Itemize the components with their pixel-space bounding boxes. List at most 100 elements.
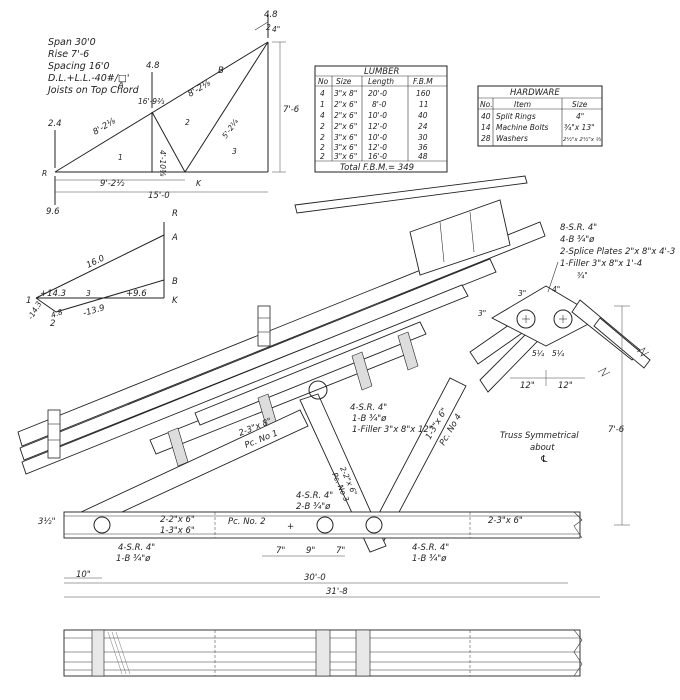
table-cell: 2 bbox=[320, 143, 325, 152]
stress-label: 1 bbox=[26, 296, 31, 306]
filler-block bbox=[351, 351, 373, 391]
top-chord-board bbox=[19, 258, 497, 461]
truss-detail: + 7'-6 8-S.R. 4" 4-B ¾"ø 2-Splice Plates… bbox=[17, 175, 675, 598]
dim-label: 10" bbox=[76, 570, 91, 580]
table-row: 4 3"x 8" 20'-0 160 bbox=[320, 89, 431, 98]
table-cell: 10'-0 bbox=[368, 133, 387, 142]
member-length: 5'-2¼ bbox=[220, 117, 240, 140]
table-cell: 4 bbox=[320, 111, 325, 120]
joint-note: 1-B ¾"ø bbox=[116, 554, 151, 564]
stress-label: 2 bbox=[50, 319, 55, 329]
table-cell: 2"x 6" bbox=[334, 100, 357, 109]
lumber-header: No bbox=[318, 77, 329, 86]
member-length: 4'-10⅛ bbox=[158, 150, 167, 177]
lumber-header: Size bbox=[336, 77, 352, 86]
table-row: 2 3"x 6" 12'-0 36 bbox=[320, 143, 428, 152]
plan-connector bbox=[91, 629, 105, 677]
joint-label: R bbox=[42, 169, 47, 178]
stress-value: -13.9 bbox=[82, 303, 106, 319]
peak-dim: 3" bbox=[518, 289, 526, 298]
table-cell: 20'-0 bbox=[368, 89, 387, 98]
plan-view bbox=[63, 629, 583, 677]
peak-dim: 5¼ bbox=[532, 349, 545, 358]
slope-label: 4.8 bbox=[264, 10, 278, 20]
hardware-table: HARDWARE No. Item Size 40 Split Rings 4"… bbox=[477, 85, 603, 147]
peak-dim: 12" bbox=[558, 381, 573, 391]
top-chord-board bbox=[17, 221, 546, 447]
table-cell: 40 bbox=[481, 112, 491, 121]
stress-label: K bbox=[172, 296, 179, 306]
table-row: 2 2"x 6" 12'-0 24 bbox=[320, 122, 428, 131]
spec-line: Spacing 16'0 bbox=[48, 61, 110, 72]
heel-label: 2-2"x 6" bbox=[160, 515, 195, 525]
stress-value: 3 bbox=[86, 289, 91, 298]
spec-line: Rise 7'-6 bbox=[48, 49, 89, 60]
table-cell: 2"x 6" bbox=[334, 111, 357, 120]
symmetry-note: Truss Symmetrical bbox=[500, 431, 579, 441]
slope-label: 4" bbox=[272, 25, 280, 34]
bolt-group bbox=[47, 409, 61, 459]
stress-diagram: R A B K 1 2 16.0 +14.3 3 +9.6 -14.3 4.8 … bbox=[26, 209, 179, 329]
table-row: 2 3"x 6" 10'-0 30 bbox=[320, 133, 428, 142]
peak-dim: 12" bbox=[520, 381, 535, 391]
joint-note: 4-S.R. 4" bbox=[118, 543, 155, 553]
table-cell: Machine Bolts bbox=[496, 123, 549, 132]
table-cell: ¾"x 13" bbox=[564, 123, 595, 132]
table-cell: 8'-0 bbox=[372, 100, 387, 109]
panel-label: 2 bbox=[185, 118, 190, 127]
table-cell: 2"x 6" bbox=[334, 122, 357, 131]
table-cell: 12'-0 bbox=[368, 143, 387, 152]
split-ring bbox=[308, 380, 328, 400]
hardware-header: No. bbox=[480, 100, 493, 109]
plan-connector bbox=[315, 629, 331, 677]
symmetry-note: about bbox=[530, 443, 555, 453]
mid-note: 1-Filler 3"x 8"x 12" bbox=[352, 425, 433, 435]
slope-label: 2 bbox=[266, 23, 271, 32]
spec-line: Span 30'0 bbox=[48, 37, 96, 48]
table-cell: 4 bbox=[320, 89, 325, 98]
table-cell: 48 bbox=[418, 152, 428, 161]
dim-label: 31'-8 bbox=[326, 587, 348, 597]
top-chord-extension bbox=[294, 175, 528, 214]
mid-note: 1-B ¾"ø bbox=[352, 414, 387, 424]
member-length: 8'-2⅛ bbox=[91, 116, 118, 138]
table-cell: 2 bbox=[320, 152, 325, 161]
lumber-table: LUMBER No Size Length F.B.M 4 3"x 8" 20'… bbox=[314, 65, 448, 173]
table-cell: 30 bbox=[418, 133, 428, 142]
table-cell: Split Rings bbox=[496, 112, 536, 121]
stress-label: R bbox=[172, 209, 178, 219]
symmetry-note: ℄ bbox=[540, 454, 549, 465]
table-cell: 3"x 6" bbox=[334, 152, 357, 161]
table-cell: 3"x 6" bbox=[334, 133, 357, 142]
split-ring bbox=[553, 309, 573, 329]
table-cell: 3"x 8" bbox=[334, 89, 357, 98]
bolt-group bbox=[257, 305, 271, 347]
panel-label: 3 bbox=[232, 147, 237, 156]
joint-note: 2-B ¾"ø bbox=[296, 502, 331, 512]
peak-dim: ¾" bbox=[577, 271, 588, 280]
lumber-title: LUMBER bbox=[364, 67, 399, 77]
load-value: 4.8 bbox=[146, 61, 160, 71]
hardware-header: Item bbox=[514, 100, 531, 109]
split-ring bbox=[516, 309, 536, 329]
table-cell: 24 bbox=[418, 122, 428, 131]
member-length: 15'-0 bbox=[148, 191, 170, 201]
filler-block bbox=[397, 331, 419, 371]
table-cell: 16'-0 bbox=[368, 152, 387, 161]
member-length: 8'-2⅛ bbox=[186, 78, 213, 100]
hardware-header: Size bbox=[572, 100, 588, 109]
peak-note: 8-S.R. 4" bbox=[560, 223, 597, 233]
rise-dim: 7'-6 bbox=[608, 425, 625, 435]
table-cell: 28 bbox=[481, 134, 491, 143]
lumber-header: F.B.M bbox=[413, 77, 433, 86]
heel-label: 1-3"x 6" bbox=[160, 526, 195, 536]
table-cell: 2 bbox=[320, 133, 325, 142]
pc-1-inner bbox=[194, 321, 427, 426]
spec-line: D.L.+L.L.-40#/□' bbox=[48, 73, 130, 84]
member-length: 16'-9⅔ bbox=[138, 97, 165, 106]
table-row: 40 Split Rings 4" bbox=[481, 112, 584, 121]
panel-label: B bbox=[218, 66, 224, 76]
table-cell: 14 bbox=[481, 123, 491, 132]
stress-value: 4.8 bbox=[50, 307, 65, 320]
